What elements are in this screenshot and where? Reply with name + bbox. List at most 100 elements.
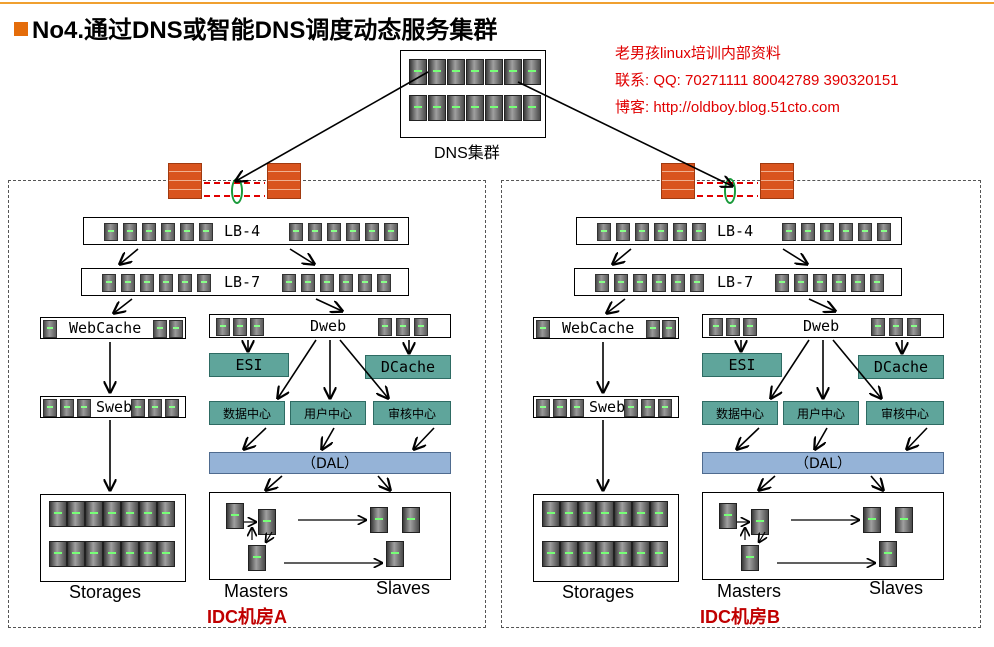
sweb-label: Sweb — [589, 398, 626, 416]
server-icon — [131, 399, 145, 417]
server-icon — [339, 274, 353, 292]
master-db-icon — [719, 503, 737, 529]
arrow — [414, 427, 435, 449]
server-icon — [635, 223, 649, 241]
dcache-box: DCache — [365, 355, 451, 379]
server-icon — [614, 501, 632, 527]
service-box: 用户中心 — [783, 401, 859, 425]
service-box: 用户中心 — [290, 401, 366, 425]
idc-label: IDC机房A — [207, 607, 287, 627]
storages-label: Storages — [69, 582, 142, 602]
info-line-1: 老男孩linux培训内部资料 — [615, 45, 781, 62]
server-icon — [650, 501, 668, 527]
server-icon — [250, 318, 264, 336]
server-icon — [633, 274, 647, 292]
arrow — [339, 339, 388, 398]
sweb-label: Sweb — [96, 398, 133, 416]
dweb-box: Dweb — [702, 314, 944, 338]
service-box: 数据中心 — [209, 401, 285, 425]
dcache-box: DCache — [858, 355, 944, 379]
arrow — [278, 339, 317, 398]
server-icon — [85, 541, 103, 567]
service-box: 审核中心 — [866, 401, 944, 425]
arrow — [120, 248, 139, 264]
server-icon — [159, 274, 173, 292]
server-icon — [523, 95, 541, 121]
server-icon — [77, 399, 91, 417]
storages-label: Storages — [562, 582, 635, 602]
server-icon — [560, 541, 578, 567]
lb7-label: LB-7 — [224, 273, 261, 291]
info-line-3: 博客: http://oldboy.blog.51cto.com — [615, 99, 840, 116]
server-icon — [153, 320, 167, 338]
server-icon — [161, 223, 175, 241]
slide-title: No4.通过DNS或智能DNS调度动态服务集群 — [14, 10, 497, 45]
server-icon — [624, 399, 638, 417]
server-icon — [726, 318, 740, 336]
server-icon — [794, 274, 808, 292]
server-icon — [662, 320, 676, 338]
slaves-label: Slaves — [869, 578, 924, 598]
server-icon — [596, 501, 614, 527]
arrow — [289, 248, 314, 264]
server-icon — [570, 399, 584, 417]
sweb-box: Sweb — [40, 396, 186, 418]
server-icon — [504, 95, 522, 121]
server-icon — [536, 320, 550, 338]
server-icon — [216, 318, 230, 336]
arrow — [759, 475, 776, 490]
slide-title-text: No4.通过DNS或智能DNS调度动态服务集群 — [32, 17, 498, 44]
arrow — [815, 427, 828, 449]
arrow — [832, 339, 881, 398]
esi-box: ESI — [209, 353, 289, 377]
server-icon — [542, 541, 560, 567]
master-link — [759, 531, 765, 542]
server-icon — [870, 274, 884, 292]
lb4-box: LB-4 — [83, 217, 409, 245]
server-icon — [233, 318, 247, 336]
server-icon — [578, 541, 596, 567]
server-icon — [289, 223, 303, 241]
server-icon — [650, 541, 668, 567]
server-icon — [782, 223, 796, 241]
server-icon — [428, 59, 446, 85]
dweb-label: Dweb — [803, 317, 840, 335]
server-icon — [832, 274, 846, 292]
arrow — [907, 427, 928, 449]
server-icon — [709, 318, 723, 336]
info-line-2: 联系: QQ: 70271111 80042789 390320151 — [615, 72, 899, 89]
server-icon — [282, 274, 296, 292]
server-icon — [851, 274, 865, 292]
server-icon — [560, 501, 578, 527]
slave-db-icon — [386, 541, 404, 567]
server-icon — [813, 274, 827, 292]
server-icon — [157, 541, 175, 567]
top-rule — [0, 2, 994, 4]
arrow — [771, 339, 810, 398]
webcache-label: WebCache — [69, 319, 142, 337]
slave-db-icon — [402, 507, 420, 533]
server-icon — [654, 223, 668, 241]
arrow — [244, 427, 267, 449]
dns-cluster-box — [400, 50, 546, 138]
dweb-label: Dweb — [310, 317, 347, 335]
server-icon — [646, 320, 660, 338]
arrow — [782, 248, 807, 264]
server-icon — [801, 223, 815, 241]
lb7-label: LB-7 — [717, 273, 754, 291]
idc-b-region — [501, 180, 981, 628]
server-icon — [523, 59, 541, 85]
firewall-icon — [168, 163, 202, 199]
server-icon — [197, 274, 211, 292]
master-db-icon — [226, 503, 244, 529]
server-icon — [871, 318, 885, 336]
lb7-box: LB-7 — [81, 268, 409, 296]
webcache-label: WebCache — [562, 319, 635, 337]
server-icon — [595, 274, 609, 292]
arrow — [377, 475, 390, 490]
server-icon — [743, 318, 757, 336]
server-icon — [169, 320, 183, 338]
server-icon — [485, 59, 503, 85]
server-icon — [614, 274, 628, 292]
